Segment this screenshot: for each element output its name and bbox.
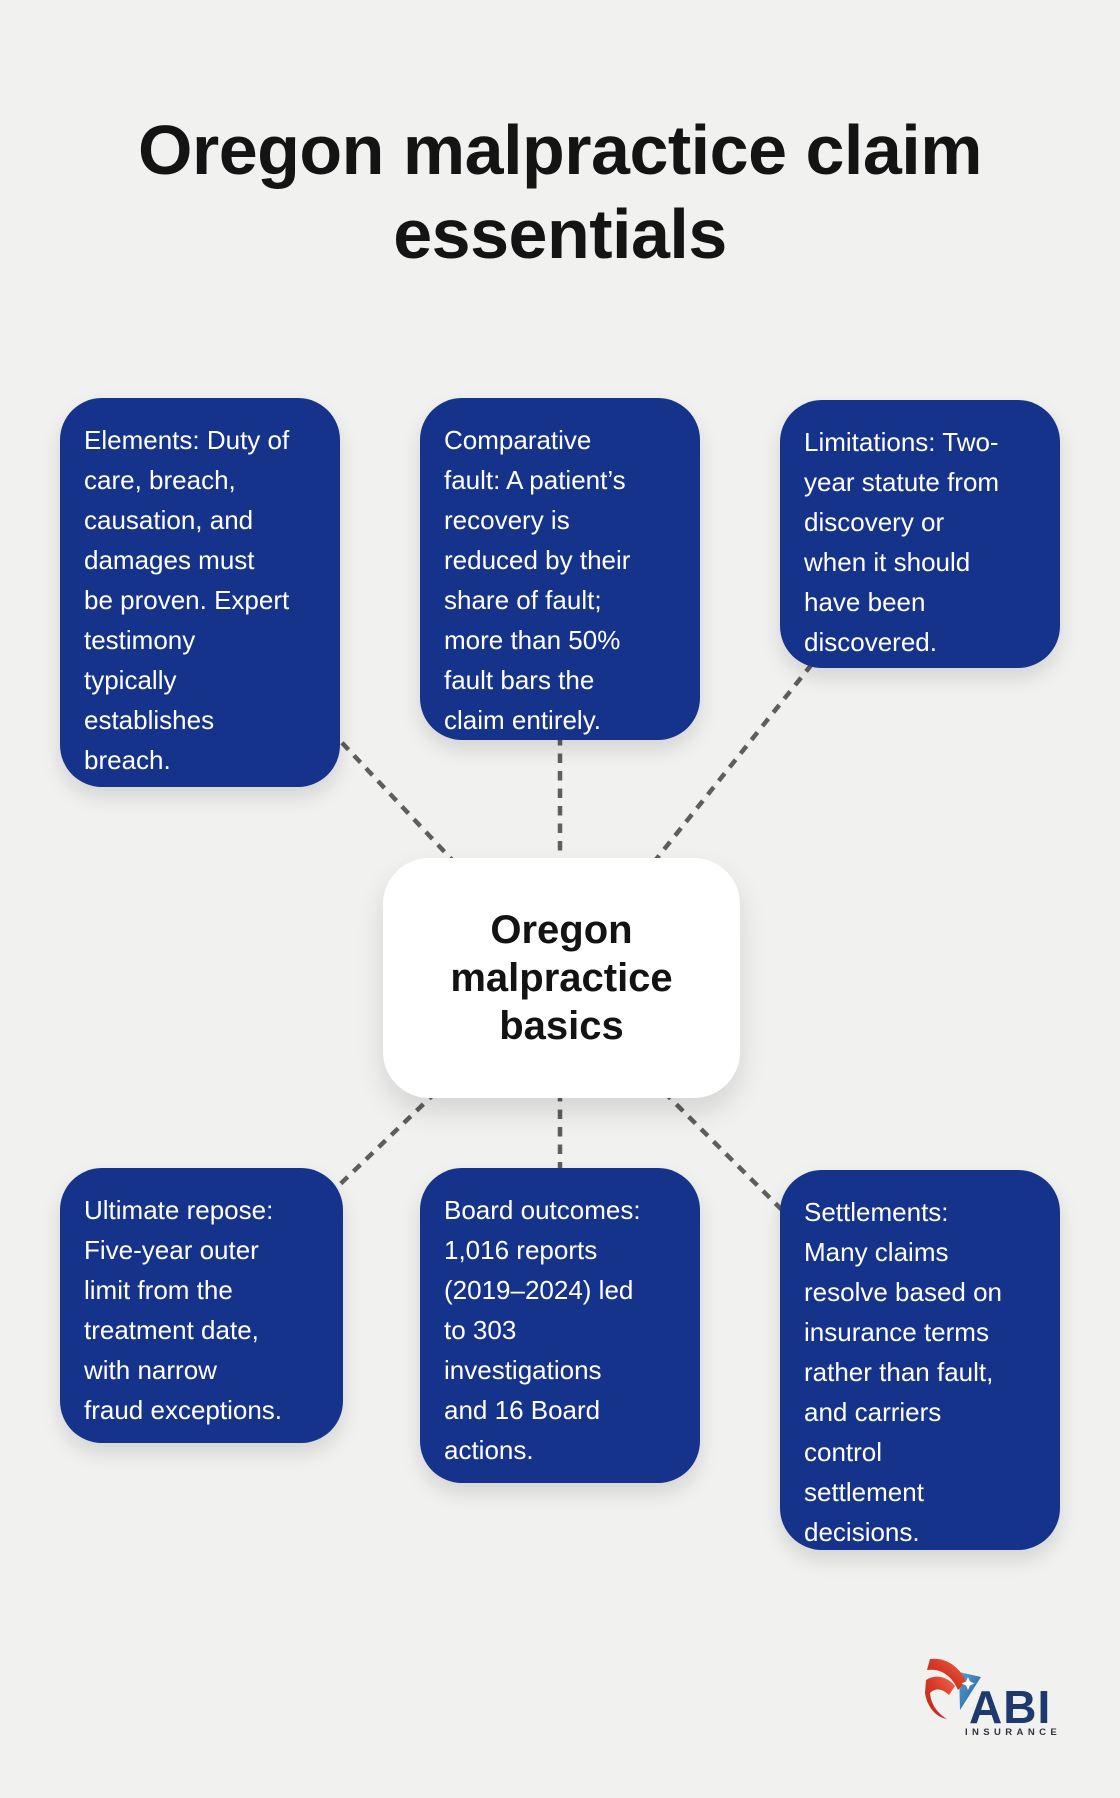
info-card-elements: Elements: Duty of care, breach, causatio… [60,398,340,787]
logo-tagline-text: INSURANCE [965,1727,1062,1738]
info-card-ultimate-repose: Ultimate repose: Five-year outer limit f… [60,1168,343,1443]
abi-insurance-logo: ABI INSURANCE [925,1656,1075,1746]
connector-settlements [662,1090,790,1218]
info-card-settlements: Settlements: Many claims resolve based o… [780,1170,1060,1550]
abi-logo-mark-icon [925,1658,981,1719]
logo-star [961,1677,975,1690]
logo-red-swoosh-upper [927,1658,966,1690]
central-topic-node: Oregon malpractice basics [383,858,740,1098]
connector-limitations [652,662,814,864]
info-card-comparative-fault-text: Comparative fault: A patient’s recovery … [444,425,631,735]
info-card-ultimate-repose-text: Ultimate repose: Five-year outer limit f… [84,1195,283,1425]
logo-red-swoosh-lower [925,1676,955,1719]
info-card-comparative-fault: Comparative fault: A patient’s recovery … [420,398,700,740]
info-card-limitations-text: Limitations: Two- year statute from disc… [804,427,1000,657]
info-card-settlements-text: Settlements: Many claims resolve based o… [804,1197,1003,1547]
page-title: Oregon malpractice claim essentials [138,111,982,273]
info-card-board-outcomes: Board outcomes: 1,016 reports (2019–2024… [420,1168,700,1483]
info-card-limitations: Limitations: Two- year statute from disc… [780,400,1060,668]
info-card-board-outcomes-text: Board outcomes: 1,016 reports (2019–2024… [444,1195,641,1465]
info-card-elements-text: Elements: Duty of care, breach, causatio… [84,425,290,775]
logo-brand-text: ABI [969,1681,1052,1733]
connector-ultimate-repose [330,1090,438,1194]
connector-elements [328,728,458,866]
central-topic-label: Oregon malpractice basics [450,908,673,1048]
